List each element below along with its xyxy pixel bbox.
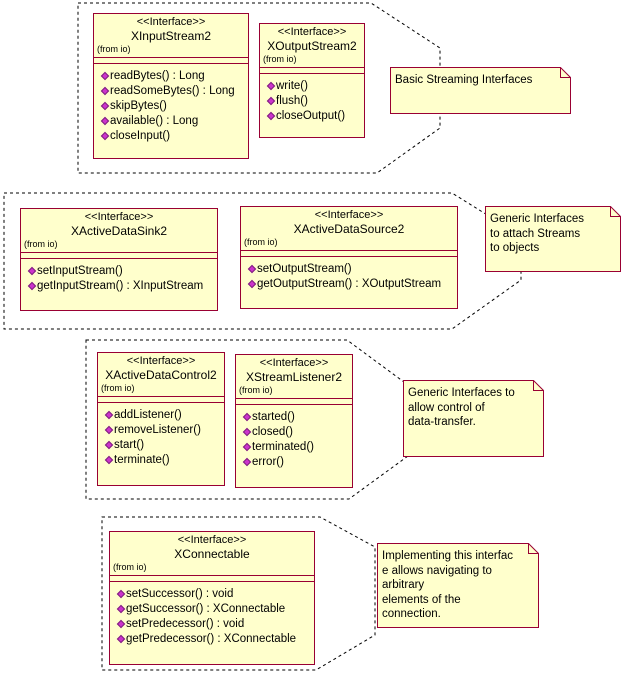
separator (110, 581, 314, 582)
interface-name: XActiveDataSink2 (70, 224, 168, 238)
note-text: Generic Interfaces to allow control of d… (408, 387, 515, 428)
note-connectable[interactable]: Implementing this interfac e allows navi… (377, 543, 539, 628)
operation-item: readBytes() : Long (102, 69, 248, 84)
separator (241, 250, 457, 251)
operations-compartment: addListener() removeListener() start() t… (98, 403, 224, 468)
separator (94, 63, 248, 64)
interface-name: XActiveDataControl2 (105, 368, 217, 382)
stereotype-label: <<Interface>> (277, 26, 347, 38)
package-outline-control (85, 339, 409, 500)
operations-compartment: write() flush() closeOutput() (260, 74, 364, 124)
operation-item: getOutputStream() : XOutputStream (249, 277, 457, 292)
operation-item: setSuccessor() : void (118, 587, 314, 602)
operation-item: closeInput() (102, 129, 248, 144)
separator (21, 252, 217, 253)
stereotype-label: <<Interface>> (84, 211, 154, 223)
operations-compartment: setOutputStream() getOutputStream() : XO… (241, 257, 457, 292)
interface-box-xactivedatasink2[interactable]: <<Interface>> XActiveDataSink2 (from io)… (20, 208, 218, 311)
separator (98, 402, 224, 403)
operation-item: getInputStream() : XInputStream (29, 279, 217, 294)
separator (98, 396, 224, 397)
operation-item: setOutputStream() (249, 262, 457, 277)
interface-box-xinputstream2[interactable]: <<Interface>> XInputStream2 (from io) re… (93, 13, 249, 159)
interface-box-xactivedatacontrol2[interactable]: <<Interface>> XActiveDataControl2 (from … (97, 352, 225, 486)
note-text: Basic Streaming Interfaces (395, 74, 533, 86)
operation-item: addListener() (106, 408, 224, 423)
stereotype-label: <<Interface>> (126, 355, 196, 367)
separator (260, 67, 364, 68)
operations-compartment: setSuccessor() : void getSuccessor() : X… (110, 582, 314, 647)
package-origin: (from io) (263, 54, 297, 64)
interface-name: XInputStream2 (130, 29, 212, 43)
note-shape (377, 543, 539, 628)
operation-item: skipBytes() (102, 99, 248, 114)
operation-item: write() (268, 79, 364, 94)
separator (21, 258, 217, 259)
operation-item: start() (106, 438, 224, 453)
operation-item: terminated() (244, 440, 352, 455)
operation-item: flush() (268, 94, 364, 109)
separator (236, 398, 352, 399)
package-origin: (from io) (97, 44, 131, 54)
operations-compartment: readBytes() : Long readSomeBytes() : Lon… (94, 64, 248, 144)
note-attach-streams[interactable]: Generic Interfaces to attach Streams to … (485, 206, 621, 272)
note-shape (403, 380, 544, 457)
operation-item: closeOutput() (268, 109, 364, 124)
separator (236, 404, 352, 405)
stereotype-label: <<Interface>> (259, 357, 329, 369)
interface-name: XStreamListener2 (245, 370, 343, 384)
stereotype-label: <<Interface>> (136, 16, 206, 28)
operations-compartment: started() closed() terminated() error() (236, 405, 352, 470)
operation-item: readSomeBytes() : Long (102, 84, 248, 99)
interface-box-xconnectable[interactable]: <<Interface>> XConnectable (from io) set… (109, 531, 315, 665)
operation-item: closed() (244, 425, 352, 440)
operation-item: removeListener() (106, 423, 224, 438)
operation-item: terminate() (106, 453, 224, 468)
package-origin: (from io) (244, 237, 278, 247)
package-origin: (from io) (101, 383, 135, 393)
note-control-transfer[interactable]: Generic Interfaces to allow control of d… (403, 380, 544, 457)
package-origin: (from io) (24, 239, 58, 249)
operation-item: available() : Long (102, 114, 248, 129)
note-text: Generic Interfaces to attach Streams to … (490, 213, 584, 254)
interface-name: XOutputStream2 (267, 39, 357, 53)
note-basic-streaming[interactable]: Basic Streaming Interfaces (390, 67, 571, 114)
interface-box-xactivedatasource2[interactable]: <<Interface>> XActiveDataSource2 (from i… (240, 206, 458, 309)
separator (94, 57, 248, 58)
interface-box-xoutputstream2[interactable]: <<Interface>> XOutputStream2 (from io) w… (259, 23, 365, 138)
operation-item: getPredecessor() : XConnectable (118, 632, 314, 647)
operation-item: started() (244, 410, 352, 425)
stereotype-label: <<Interface>> (177, 534, 247, 546)
package-origin: (from io) (113, 562, 147, 572)
operation-item: getSuccessor() : XConnectable (118, 602, 314, 617)
operations-compartment: setInputStream() getInputStream() : XInp… (21, 259, 217, 294)
interface-box-xstreamlistener2[interactable]: <<Interface>> XStreamListener2 (from io)… (235, 354, 353, 488)
separator (241, 256, 457, 257)
note-shape (390, 67, 571, 114)
package-outline-attach (3, 192, 522, 330)
separator (260, 73, 364, 74)
package-origin: (from io) (239, 385, 273, 395)
interface-name: XActiveDataSource2 (293, 222, 405, 236)
package-outline-connectable (101, 516, 376, 671)
note-text: Implementing this interfac e allows navi… (382, 550, 514, 620)
stereotype-label: <<Interface>> (314, 209, 384, 221)
interface-name: XConnectable (174, 547, 250, 561)
separator (110, 575, 314, 576)
operation-item: setInputStream() (29, 264, 217, 279)
operation-item: error() (244, 455, 352, 470)
operation-item: setPredecessor() : void (118, 617, 314, 632)
note-shape (485, 206, 621, 272)
